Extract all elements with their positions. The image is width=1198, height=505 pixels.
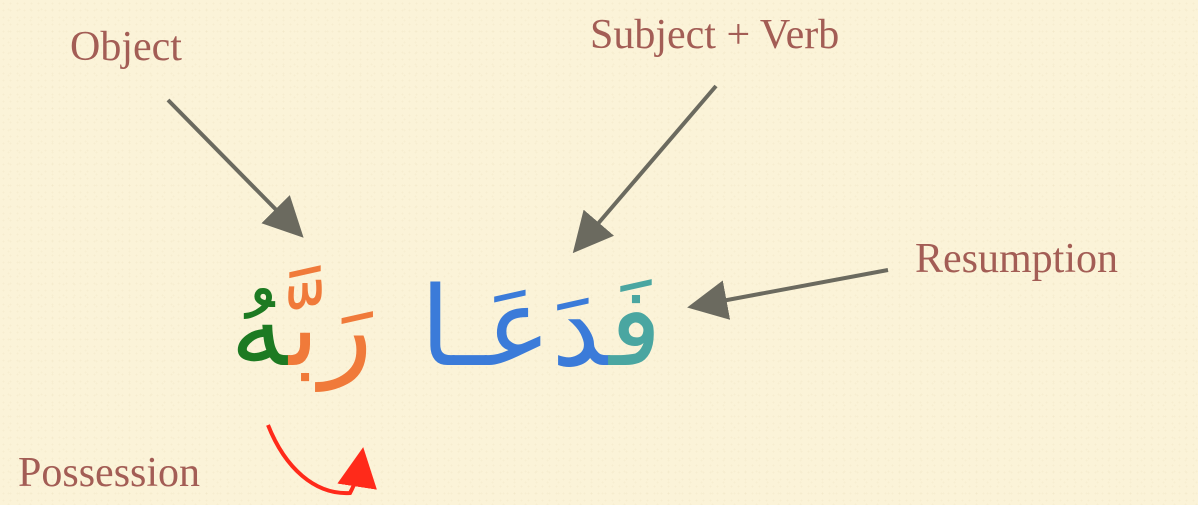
object-label: Object <box>70 24 182 70</box>
possession-label: Possession <box>18 450 201 496</box>
resumption-label: Resumption <box>915 236 1119 282</box>
resumption-arrow <box>687 268 889 320</box>
arabic-word-rabbahu: رَبَّهُ <box>230 272 373 382</box>
subject-verb-label: Subject + Verb <box>590 12 840 58</box>
arabic-daa-subject-verb: دَعَـا <box>420 263 610 391</box>
arabic-hu-possession: هُ <box>230 263 289 391</box>
possession-arrow <box>266 424 377 496</box>
object-arrow <box>166 98 304 238</box>
arabic-fa-resumption: فَ <box>609 263 662 391</box>
arabic-word-fada: فَدَعَـا <box>420 272 662 382</box>
subject-verb-arrow <box>572 84 718 254</box>
arabic-bba-object: بَّ <box>288 263 320 391</box>
arabic-ra-object: رَ <box>319 263 373 391</box>
